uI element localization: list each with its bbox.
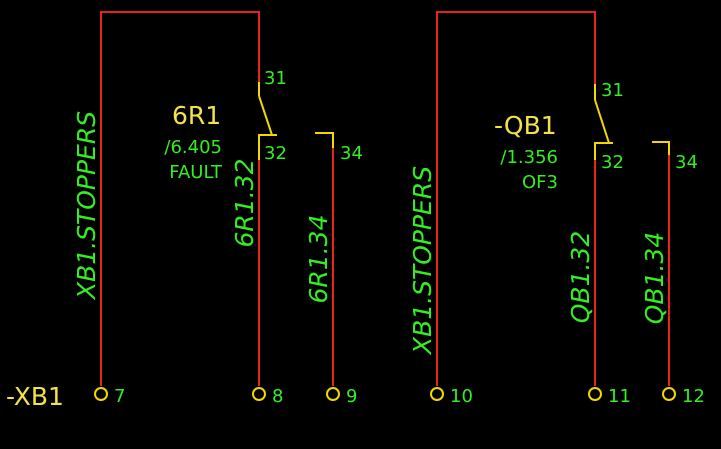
left-switch-blade[interactable]: [258, 95, 273, 136]
left-nc-net-label: 6R1.32: [230, 159, 259, 248]
terminal-8-label: 8: [272, 386, 283, 407]
right-pin-nc: 32: [601, 152, 624, 173]
right-nc-bracket: [594, 142, 613, 160]
terminal-9-circle[interactable]: [326, 387, 340, 401]
right-nc-net-label: QB1.32: [566, 231, 595, 324]
left-device-label: 6R1: [172, 101, 221, 130]
right-device-label: -QB1: [494, 111, 557, 140]
left-no-bracket: [315, 132, 334, 148]
left-device-ref: /6.405: [164, 137, 222, 158]
right-device-ref: /1.356: [500, 147, 558, 168]
terminal-12-circle[interactable]: [662, 387, 676, 401]
terminal-11-circle[interactable]: [588, 387, 602, 401]
left-pin-no: 34: [340, 143, 363, 164]
left-circuit: 31 32 34 6R1 /6.405 FAULT XB1.STOPPERS 6…: [72, 11, 363, 401]
right-supply-wire[interactable]: [436, 11, 596, 386]
terminal-9-label: 9: [346, 386, 357, 407]
left-nc-bracket: [258, 134, 277, 160]
terminal-10-label: 10: [450, 386, 473, 407]
left-device-desc: FAULT: [169, 162, 223, 183]
left-no-net-label: 6R1.34: [304, 215, 333, 304]
terminal-strip-label: -XB1: [6, 382, 64, 411]
right-supply-net-label: XB1.STOPPERS: [408, 166, 437, 356]
left-pin-common: 31: [264, 68, 287, 89]
terminal-8-circle[interactable]: [252, 387, 266, 401]
right-switch-blade[interactable]: [594, 99, 610, 144]
right-pin-no: 34: [675, 152, 698, 173]
right-circuit: 31 32 34 -QB1 /1.356 OF3 XB1.STOPPERS QB…: [408, 11, 698, 401]
right-device-desc: OF3: [522, 172, 558, 193]
terminal-12-label: 12: [682, 386, 705, 407]
left-pin-nc: 32: [264, 143, 287, 164]
right-no-net-label: QB1.34: [640, 232, 669, 325]
terminal-11-label: 11: [608, 386, 631, 407]
left-supply-wire[interactable]: [100, 11, 260, 386]
left-supply-net-label: XB1.STOPPERS: [72, 111, 101, 301]
right-pin-common: 31: [601, 80, 624, 101]
terminal-7-circle[interactable]: [94, 387, 108, 401]
right-no-bracket: [652, 141, 670, 155]
terminal-7-label: 7: [114, 386, 125, 407]
terminal-10-circle[interactable]: [430, 387, 444, 401]
